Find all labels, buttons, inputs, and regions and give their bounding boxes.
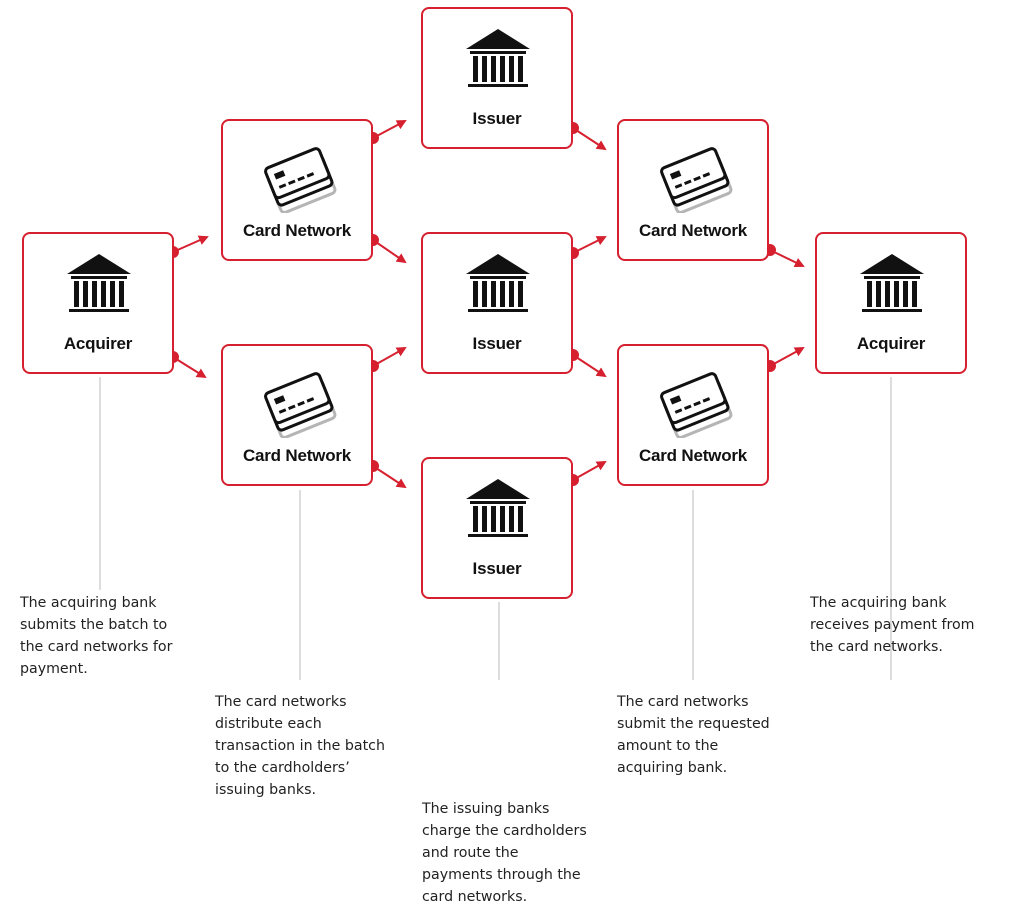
acquirer-left-node: Acquirer bbox=[22, 232, 174, 374]
arrow-acquirer-to-network-bottom bbox=[172, 356, 207, 379]
arrow-network-bottom-to-issuer-middle bbox=[372, 347, 407, 367]
network-top-left-label: Card Network bbox=[242, 221, 352, 240]
arrow-acquirer-to-network-top bbox=[172, 235, 209, 253]
caption-acquirer-receive: The acquiring bank receives payment from… bbox=[810, 595, 975, 655]
arrow-issuer-middle-to-network-bottom bbox=[572, 354, 607, 378]
network-top-right-node: Card Network bbox=[617, 119, 769, 261]
acquirer-left-label: Acquirer bbox=[63, 334, 133, 353]
caption-acquirer-submit: The acquiring bank submits the batch to … bbox=[20, 595, 173, 677]
arrow-network-top-to-issuer-middle bbox=[372, 239, 407, 264]
issuer-top-label: Issuer bbox=[472, 109, 522, 128]
credit-card-icon bbox=[259, 360, 337, 438]
arrow-network-top-to-acquirer bbox=[769, 249, 805, 268]
network-top-left-node: Card Network bbox=[221, 119, 373, 261]
caption-connectors bbox=[99, 377, 892, 680]
network-bottom-left-label: Card Network bbox=[242, 446, 352, 465]
bank-icon bbox=[459, 473, 537, 551]
credit-card-icon bbox=[655, 135, 733, 213]
issuer-middle-label: Issuer bbox=[472, 334, 522, 353]
arrow-network-top-to-issuer-top bbox=[372, 120, 407, 139]
acquirer-right-node: Acquirer bbox=[815, 232, 967, 374]
bank-icon bbox=[60, 248, 138, 326]
bank-icon bbox=[459, 23, 537, 101]
arrow-network-bottom-to-issuer-bottom bbox=[372, 465, 407, 489]
network-bottom-right-node: Card Network bbox=[617, 344, 769, 486]
caption-issuers-charge: The issuing banks charge the cardholders… bbox=[422, 801, 587, 905]
network-bottom-right-label: Card Network bbox=[638, 446, 748, 465]
arrow-issuer-top-to-network-top bbox=[572, 127, 607, 151]
arrow-network-bottom-to-acquirer bbox=[769, 347, 805, 367]
issuer-top-node: Issuer bbox=[421, 7, 573, 149]
acquirer-right-label: Acquirer bbox=[856, 334, 926, 353]
caption-networks-distribute: The card networks distribute each transa… bbox=[215, 694, 385, 798]
bank-icon bbox=[459, 248, 537, 326]
bank-icon bbox=[853, 248, 931, 326]
issuer-bottom-node: Issuer bbox=[421, 457, 573, 599]
network-top-right-label: Card Network bbox=[638, 221, 748, 240]
network-bottom-left-node: Card Network bbox=[221, 344, 373, 486]
issuer-middle-node: Issuer bbox=[421, 232, 573, 374]
issuer-bottom-label: Issuer bbox=[472, 559, 522, 578]
credit-card-icon bbox=[259, 135, 337, 213]
credit-card-icon bbox=[655, 360, 733, 438]
arrow-issuer-bottom-to-network-bottom bbox=[572, 461, 607, 481]
caption-networks-submit: The card networks submit the requested a… bbox=[617, 694, 770, 776]
